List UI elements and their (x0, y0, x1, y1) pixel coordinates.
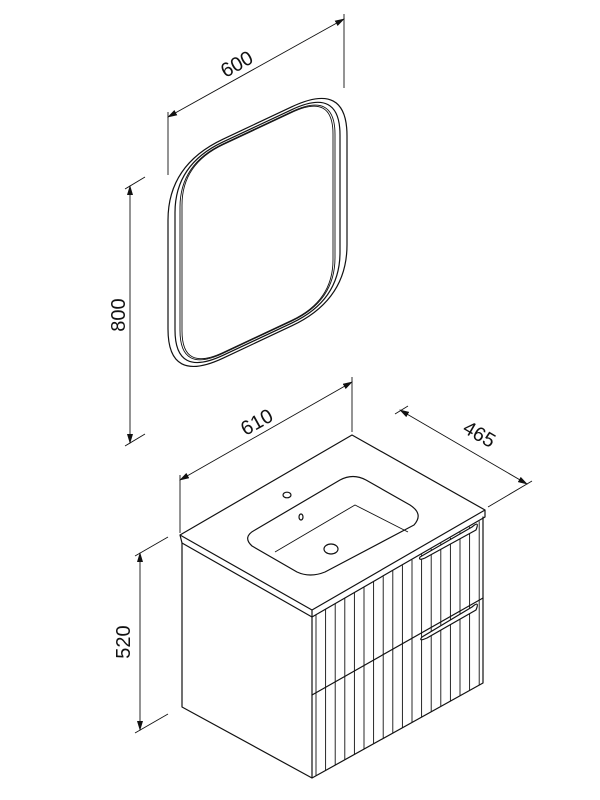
drawer-divider (311, 597, 484, 696)
cabinet-height-dimension: 520 (113, 536, 169, 734)
countertop (179, 434, 486, 618)
mirror-height-label: 800 (108, 298, 130, 331)
mirror-glass (181, 105, 334, 360)
mirror-height-dimension: 800 (108, 176, 146, 447)
drain-hole (323, 543, 339, 555)
mirror-width-label: 600 (217, 47, 257, 82)
sink-basin (247, 475, 419, 576)
vanity-cabinet (179, 434, 486, 779)
cabinet-width-dimension: 610 (179, 377, 353, 533)
cabinet-depth-label: 465 (459, 417, 499, 453)
cabinet-body (181, 516, 484, 779)
lower-drawer-handle (420, 603, 478, 641)
cabinet-width-label: 610 (237, 405, 277, 440)
overflow-hole (298, 513, 304, 521)
cabinet-depth-dimension: 465 (394, 405, 533, 508)
mirror-width-dimension: 600 (167, 14, 345, 175)
mirror (167, 97, 348, 367)
sink-basin-inner (274, 504, 409, 553)
fluted-front (315, 521, 480, 776)
tap-hole (282, 491, 292, 499)
mirror-outer-frame (167, 97, 348, 367)
mirror-frame-ring (174, 101, 341, 364)
cabinet-height-label: 520 (113, 625, 135, 658)
mirror-frame-ring (179, 104, 336, 361)
upper-drawer-handle (418, 523, 478, 560)
